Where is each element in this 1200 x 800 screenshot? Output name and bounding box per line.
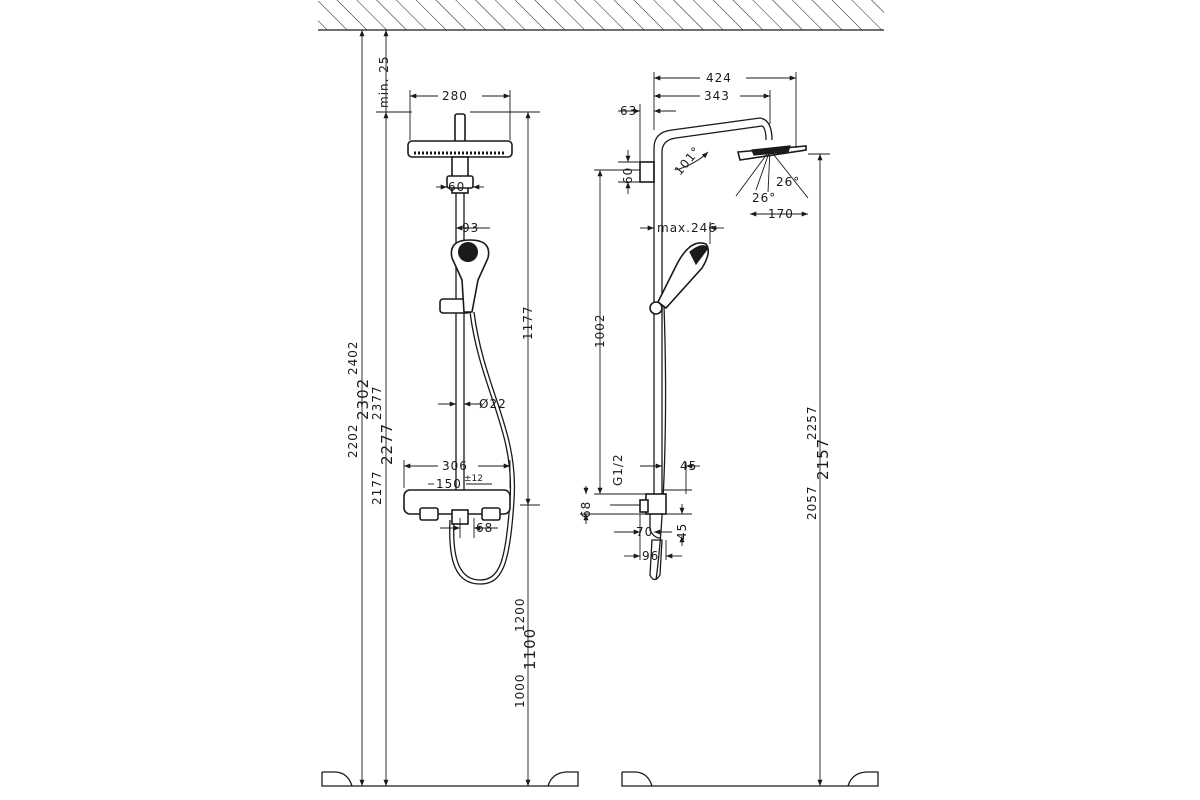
dim-overhead-max: 2257: [805, 405, 819, 440]
dim-outlet-depth: 45: [675, 523, 689, 540]
dim-thermostat-width: 306: [442, 459, 468, 473]
dim-handshower: 93: [462, 221, 479, 235]
dim-center-tolerance: ±12: [464, 474, 483, 484]
valve-side: [639, 493, 667, 581]
dim-spout: 96: [642, 549, 659, 563]
ceiling: [318, 0, 884, 31]
hose-front: [453, 311, 512, 581]
dim-valve-height: 68: [579, 501, 593, 518]
dim-overhead-mid: 2157: [814, 438, 832, 480]
hand-shower-side: [649, 242, 710, 315]
hand-shower-front: [450, 239, 490, 313]
dim-head-width: 280: [442, 89, 468, 103]
floor-trays: [321, 771, 879, 787]
dim-handshower-reach: max.246: [657, 221, 717, 235]
front-dimension-lines: [359, 29, 540, 786]
dim-arm-width: 60: [448, 180, 465, 194]
dim-head-diameter: 170: [768, 207, 794, 221]
dim-bracket-height: 60: [621, 167, 635, 184]
dim-projection-arm: 343: [704, 89, 730, 103]
dim-mount-min: 1000: [513, 673, 527, 708]
side-dimension-lines: [580, 72, 830, 786]
front-view: min. 25 280 60 93 1177 Ø22 306 150 ±12 6…: [346, 29, 540, 786]
dim-arm-angle: 101°: [672, 144, 704, 178]
dim-valve-depth: 45: [680, 459, 697, 473]
riser-side: [653, 117, 773, 495]
overhead-shower-side: [735, 145, 809, 199]
dim-head-max: 2377: [370, 385, 384, 420]
side-view: 424 343 63 60 101° 26° 26° 170 max.246 1…: [579, 71, 832, 786]
dim-center-distance: 150: [436, 477, 462, 491]
dim-head-mid: 2277: [378, 423, 396, 465]
dim-total-mid: 2302: [354, 378, 372, 420]
side-labels: 424 343 63 60 101° 26° 26° 170 max.246 1…: [579, 71, 832, 563]
dim-pipe-diameter: Ø22: [479, 397, 507, 411]
hose-side: [655, 305, 667, 581]
dim-min-clearance: min. 25: [377, 55, 391, 108]
dim-projection-total: 424: [706, 71, 732, 85]
overhead-shower-front: [407, 113, 513, 158]
dim-overhead-min: 2057: [805, 485, 819, 520]
dim-outlet-offset: 68: [476, 521, 493, 535]
dim-spray-angle-a: 26°: [776, 175, 800, 189]
dim-total-min: 2202: [346, 423, 360, 458]
dim-wall-offset: 70: [636, 525, 653, 539]
thermostat-front: [403, 489, 511, 525]
dim-spray-angle-b: 26°: [752, 191, 776, 205]
dim-mount-mid: 1100: [521, 628, 539, 670]
dim-rail-length: 1002: [593, 313, 607, 348]
dim-wall-bracket: 63: [620, 104, 637, 118]
dim-connection: G1/2: [611, 453, 625, 486]
dim-mount-max: 1200: [513, 597, 527, 632]
dim-height-upper: 1177: [521, 305, 535, 340]
wall-bracket-side: [639, 161, 655, 183]
dim-total-max: 2402: [346, 340, 360, 375]
front-labels: min. 25 280 60 93 1177 Ø22 306 150 ±12 6…: [346, 55, 539, 708]
riser-front: [439, 156, 474, 490]
dim-head-min: 2177: [370, 470, 384, 505]
